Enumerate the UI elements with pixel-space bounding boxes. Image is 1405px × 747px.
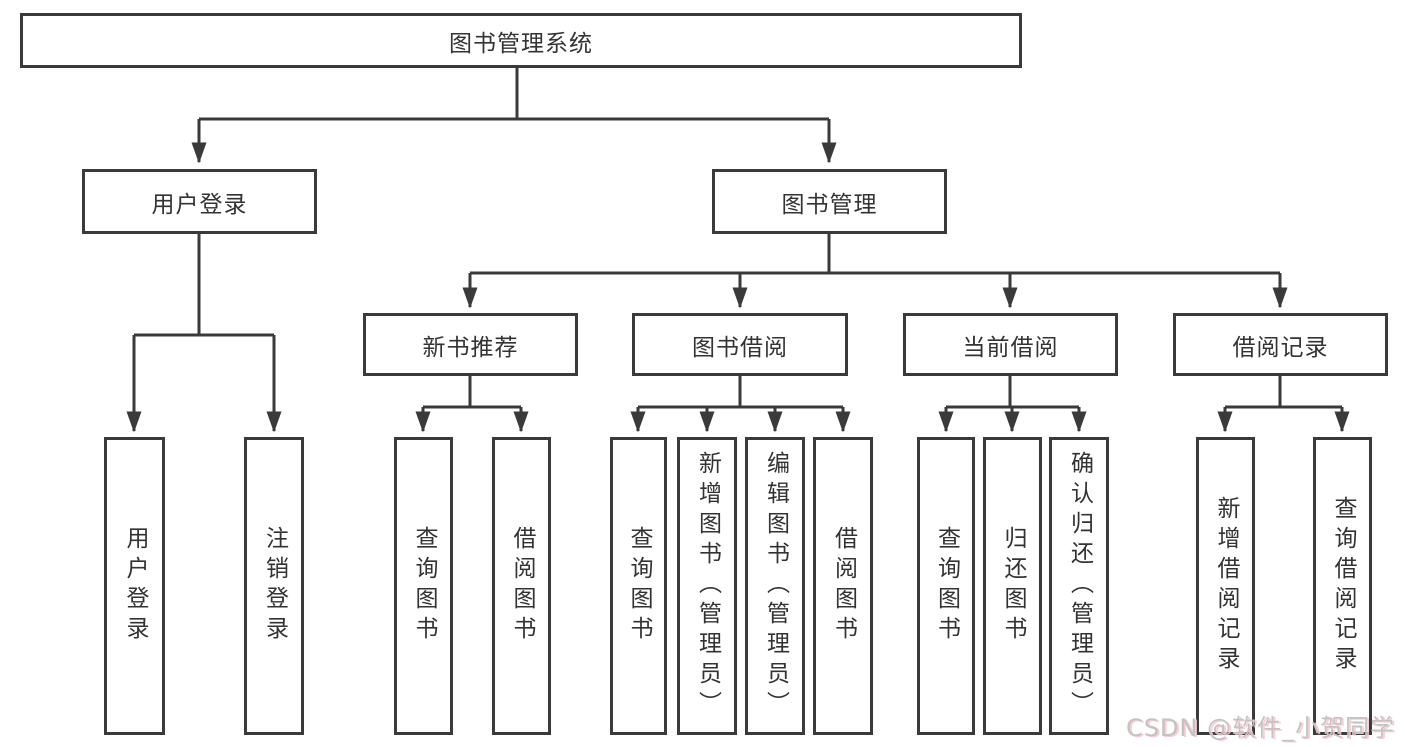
- leaf-query-books: 查询图书: [917, 437, 975, 735]
- node-label: 新增借阅记录: [1213, 496, 1239, 676]
- node-label: 新增图书（管理员）: [694, 451, 721, 721]
- node-borrowing-records: 借阅记录: [1173, 313, 1388, 376]
- node-label: 用户登录: [122, 526, 148, 646]
- leaf-borrow-books: 借阅图书: [492, 437, 551, 735]
- leaf-query-borrow-record: 查询借阅记录: [1313, 437, 1372, 735]
- node-label: 查询图书: [411, 526, 437, 646]
- node-label: 查询图书: [626, 526, 652, 646]
- leaf-borrow-books: 借阅图书: [813, 437, 873, 735]
- node-label: 注销登录: [261, 526, 288, 646]
- node-label: 确认归还（管理员）: [1066, 451, 1093, 721]
- node-current-borrowing: 当前借阅: [903, 313, 1118, 376]
- leaf-logout: 注销登录: [244, 437, 304, 735]
- node-label: 归还图书: [1000, 526, 1026, 646]
- node-label: 新书推荐: [422, 334, 519, 361]
- node-library-management-system: 图书管理系统: [20, 13, 1022, 68]
- leaf-add-books-admin: 新增图书（管理员）: [677, 437, 737, 735]
- node-user-login: 用户登录: [82, 169, 317, 234]
- node-book-management: 图书管理: [712, 169, 947, 234]
- node-label: 图书管理: [781, 191, 878, 218]
- node-label: 借阅图书: [830, 526, 857, 646]
- node-label: 查询图书: [933, 526, 960, 646]
- node-label: 编辑图书（管理员）: [762, 451, 789, 721]
- leaf-edit-books-admin: 编辑图书（管理员）: [745, 437, 805, 735]
- leaf-query-books: 查询图书: [610, 437, 667, 735]
- node-label: 借阅图书: [509, 526, 535, 646]
- leaf-add-borrow-record: 新增借阅记录: [1196, 437, 1255, 735]
- node-label: 借阅记录: [1232, 334, 1329, 361]
- node-label: 图书借阅: [692, 334, 788, 361]
- node-book-borrowing: 图书借阅: [632, 313, 848, 376]
- node-label: 图书管理系统: [449, 30, 593, 57]
- node-new-book-recommend: 新书推荐: [363, 313, 578, 376]
- csdn-watermark: CSDN @软件_小贺同学: [1125, 714, 1395, 742]
- leaf-confirm-return-admin: 确认归还（管理员）: [1049, 437, 1109, 735]
- node-label: 查询借阅记录: [1330, 496, 1356, 676]
- leaf-return-books: 归还图书: [983, 437, 1042, 735]
- leaf-user-login: 用户登录: [104, 437, 165, 735]
- leaf-query-books: 查询图书: [394, 437, 453, 735]
- node-label: 用户登录: [151, 191, 248, 218]
- node-label: 当前借阅: [962, 334, 1059, 361]
